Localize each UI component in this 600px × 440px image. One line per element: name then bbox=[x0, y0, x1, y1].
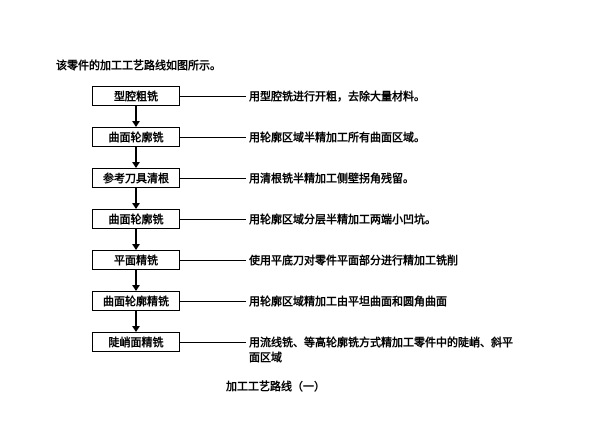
step-note-2: 用轮廓区域半精加工所有曲面区域。 bbox=[249, 131, 425, 144]
flow-arrow-4 bbox=[132, 229, 139, 250]
step-note-3: 用清根铣半精加工侧壁拐角残留。 bbox=[249, 172, 414, 185]
flow-arrow-2 bbox=[132, 147, 139, 168]
flow-arrow-3 bbox=[132, 188, 139, 209]
step-label-3: 参考刀具清根 bbox=[103, 172, 169, 185]
leader-line-2 bbox=[180, 137, 246, 138]
step-box-5: 平面精铣 bbox=[92, 250, 180, 270]
step-label-2: 曲面轮廓铣 bbox=[108, 131, 164, 144]
leader-line-1 bbox=[180, 96, 246, 97]
leader-line-6 bbox=[180, 301, 246, 302]
step-label-5: 平面精铣 bbox=[114, 254, 158, 267]
leader-line-7 bbox=[180, 342, 246, 343]
step-box-6: 曲面轮廓精铣 bbox=[92, 291, 180, 311]
step-note-5: 使用平底刀对零件平面部分进行精加工铣削 bbox=[249, 254, 458, 267]
step-label-1: 型腔粗铣 bbox=[114, 90, 158, 103]
step-box-7: 陡峭面精铣 bbox=[92, 332, 180, 352]
step-label-4: 曲面轮廓铣 bbox=[108, 213, 164, 226]
step-box-1: 型腔粗铣 bbox=[92, 86, 180, 106]
step-label-6: 曲面轮廓精铣 bbox=[103, 295, 169, 308]
intro-text: 该零件的加工工艺路线如图所示。 bbox=[56, 59, 221, 72]
figure-caption: 加工工艺路线（一） bbox=[226, 380, 325, 393]
step-box-4: 曲面轮廓铣 bbox=[92, 209, 180, 229]
flow-arrow-5 bbox=[132, 270, 139, 291]
step-box-3: 参考刀具清根 bbox=[92, 168, 180, 188]
step-note-6: 用轮廓区域精加工由平坦曲面和圆角曲面 bbox=[249, 295, 447, 308]
step-note-7: 用流线铣、等高轮廓铣方式精加工零件中的陡峭、斜平面区域 bbox=[249, 336, 513, 364]
step-box-2: 曲面轮廓铣 bbox=[92, 127, 180, 147]
leader-line-3 bbox=[180, 178, 246, 179]
flow-arrow-1 bbox=[132, 106, 139, 127]
step-note-4: 用轮廓区域分层半精加工两端小凹坑。 bbox=[249, 213, 436, 226]
step-note-1: 用型腔铣进行开粗，去除大量材料。 bbox=[249, 90, 425, 103]
step-label-7: 陡峭面精铣 bbox=[108, 336, 164, 349]
leader-line-5 bbox=[180, 260, 246, 261]
leader-line-4 bbox=[180, 219, 246, 220]
flow-arrow-6 bbox=[132, 311, 139, 332]
